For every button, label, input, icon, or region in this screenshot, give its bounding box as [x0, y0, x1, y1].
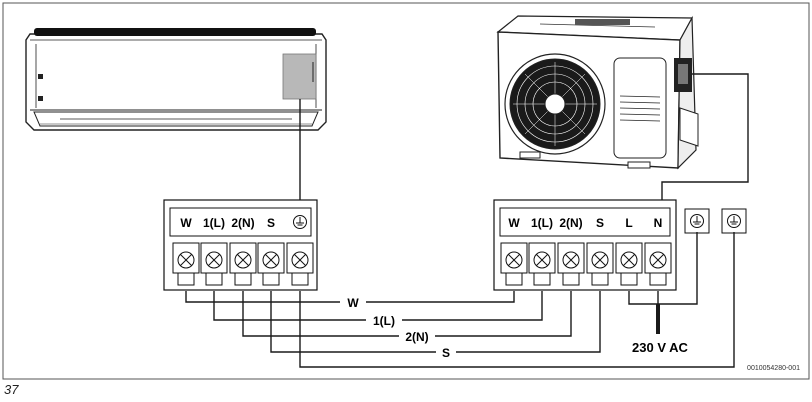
outdoor-label-strip [499, 207, 671, 237]
outdoor-terminal-label: 2(N) [559, 216, 582, 230]
outdoor-screw-terminal [586, 242, 614, 286]
outdoor-terminal-cover [678, 64, 688, 84]
outdoor-terminal-label: S [596, 216, 604, 230]
outdoor-terminal-label: W [508, 216, 520, 230]
indoor-earth-icon [293, 215, 307, 229]
wiring [185, 73, 749, 368]
outdoor-screw-terminal [615, 242, 643, 286]
wire-s [270, 291, 601, 353]
wire-label-w: W [347, 296, 359, 310]
outdoor-terminal-block: W 1(L) 2(N) S L N [493, 199, 677, 291]
figure-number: 37 [4, 382, 19, 397]
outdoor-screw-terminal [500, 242, 528, 286]
outdoor-earth-box [721, 208, 747, 234]
outdoor-terminal-label: 1(L) [531, 216, 553, 230]
outdoor-screw-terminal [644, 242, 672, 286]
indoor-terminal-cover [282, 53, 317, 100]
wire-label-1l: 1(L) [373, 314, 395, 328]
outdoor-cable [661, 73, 749, 200]
outdoor-earth-terminals [684, 208, 747, 234]
indoor-terminal-label: W [180, 216, 192, 230]
outdoor-screw-terminal [528, 242, 556, 286]
outdoor-earth-icon [690, 214, 704, 228]
outdoor-screw-terminal [557, 242, 585, 286]
indoor-screw-terminal [172, 242, 200, 286]
indoor-terminal-label: S [267, 216, 275, 230]
outdoor-earth-icon [727, 214, 741, 228]
outdoor-unit-illustration [496, 15, 699, 170]
indoor-screw-terminal [286, 242, 314, 286]
wire-earth [299, 232, 735, 368]
indoor-screw-terminal [257, 242, 285, 286]
indoor-terminal-block: W 1(L) 2(N) S [163, 199, 318, 291]
outdoor-earth-box [684, 208, 710, 234]
indoor-screw-terminal [200, 242, 228, 286]
indoor-label-strip [169, 207, 312, 237]
wire-label-2n: 2(N) [405, 330, 428, 344]
figure-frame [2, 2, 810, 380]
supply-voltage-label: 230 V AC [632, 340, 688, 355]
wire-label-s: S [442, 346, 450, 360]
outdoor-terminal-label: N [654, 216, 663, 230]
outdoor-terminal-label: L [625, 216, 632, 230]
indoor-terminal-label: 2(N) [231, 216, 254, 230]
indoor-screw-terminal [229, 242, 257, 286]
indoor-unit-illustration [25, 28, 327, 131]
figure-ref-code: 0010054280-001 [747, 365, 800, 372]
supply-l [628, 232, 698, 305]
indoor-terminal-label: 1(L) [203, 216, 225, 230]
